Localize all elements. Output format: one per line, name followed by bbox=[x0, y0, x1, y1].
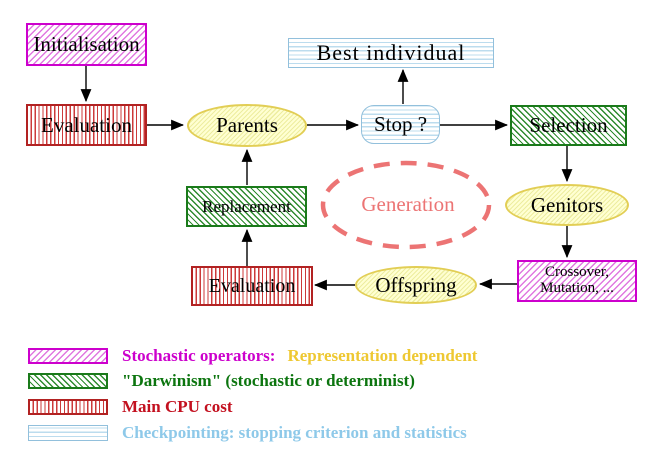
node-replacement: Replacement bbox=[186, 186, 307, 227]
legend-row-checkpointing: Checkpointing: stopping criterion and st… bbox=[122, 424, 467, 441]
legend-swatch-red-vertical bbox=[28, 399, 108, 415]
legend-row-stochastic-operators: Stochastic operators: Representation dep… bbox=[122, 347, 477, 364]
legend-row-darwinism: "Darwinism" (stochastic or determinist) bbox=[122, 372, 415, 389]
node-replacement-label: Replacement bbox=[202, 196, 291, 216]
node-stop: Stop ? bbox=[361, 105, 440, 144]
node-initialisation: Initialisation bbox=[26, 23, 147, 66]
legend-text-representation-dependent: Representation dependent bbox=[287, 346, 478, 365]
node-selection: Selection bbox=[510, 105, 627, 146]
node-selection-label: Selection bbox=[529, 113, 608, 138]
legend-text-stochastic-operators: Stochastic operators: bbox=[122, 346, 276, 365]
node-genitors: Genitors bbox=[505, 184, 629, 226]
node-evaluation-bottom: Evaluation bbox=[191, 266, 313, 306]
node-evaluation-top-label: Evaluation bbox=[41, 112, 132, 137]
node-evaluation-top: Evaluation bbox=[26, 104, 147, 146]
legend-swatch-cyan-horizontal bbox=[28, 425, 108, 441]
generation-label: Generation bbox=[361, 192, 455, 216]
legend-swatch-green-diagonal bbox=[28, 373, 108, 389]
node-parents-label: Parents bbox=[216, 113, 278, 138]
node-parents: Parents bbox=[187, 104, 307, 147]
legend-text-checkpointing: Checkpointing: stopping criterion and st… bbox=[122, 423, 467, 442]
node-genitors-label: Genitors bbox=[530, 192, 604, 217]
node-offspring-label: Offspring bbox=[375, 272, 457, 297]
node-mutation-label: Mutation, ... bbox=[540, 280, 614, 296]
legend-row-main-cpu-cost: Main CPU cost bbox=[122, 398, 232, 415]
node-crossover-mutation: Crossover, Mutation, ... bbox=[517, 260, 637, 302]
node-stop-label: Stop ? bbox=[373, 112, 428, 137]
legend-swatch-magenta-diagonal bbox=[28, 348, 108, 364]
node-crossover-label: Crossover, bbox=[545, 264, 609, 281]
node-initialisation-label: Initialisation bbox=[33, 32, 140, 57]
node-offspring: Offspring bbox=[355, 266, 477, 304]
node-evaluation-bottom-label: Evaluation bbox=[208, 274, 296, 297]
legend-text-main-cpu-cost: Main CPU cost bbox=[122, 397, 233, 416]
legend-text-darwinism: "Darwinism" (stochastic or determinist) bbox=[122, 371, 415, 390]
node-best-individual-label: Best individual bbox=[316, 40, 466, 66]
node-best-individual: Best individual bbox=[288, 38, 494, 68]
